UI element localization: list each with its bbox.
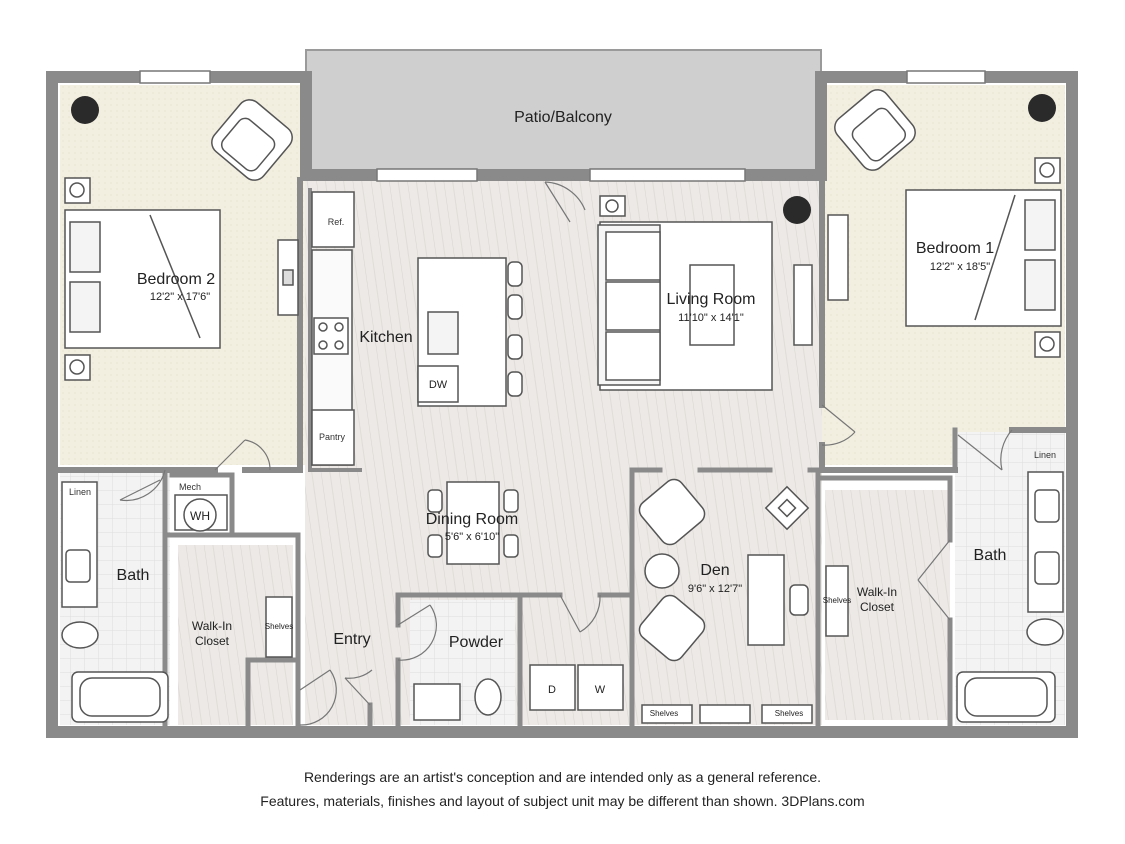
dining-furniture [427,481,519,565]
shelves-left-closet [265,596,293,658]
windows [139,70,986,182]
label-dryer: D [548,684,556,696]
den-plant-stand [764,485,810,531]
label-bedroom1: Bedroom 1 [916,240,994,257]
label-linen-right: Linen [1034,450,1056,460]
pantry [311,409,355,466]
label-linen-left: Linen [69,487,91,497]
label-ref: Ref. [328,217,345,227]
plant-icon [71,96,99,124]
label-kitchen: Kitchen [359,329,412,346]
living-furniture [597,195,813,391]
vanity-left [61,481,98,608]
den-furniture [638,478,813,724]
armchair-bedroom1 [834,89,916,171]
plant-icon [783,196,811,224]
label-washer: W [595,684,606,696]
water-heater [183,498,217,532]
floor-plan: Patio/Balcony Bedroom 2 12'2" x 17'6" Be… [46,49,1078,738]
tv-console [793,264,813,346]
label-patio: Patio/Balcony [514,109,612,126]
kitchen-fixtures [311,191,523,466]
disclaimer-line-2: Features, materials, finishes and layout… [260,793,865,809]
patio-balcony [305,49,822,176]
label-shelves-den-left: Shelves [650,709,678,718]
label-powder: Powder [449,634,504,651]
window-kitchen [376,168,478,182]
dining-table [446,481,500,565]
bath-right-fixtures [825,471,1064,723]
label-living: Living Room [667,291,756,308]
bath-left-fixtures [61,481,293,723]
dims-bedroom2: 12'2" x 17'6" [150,291,210,303]
toilet-right [1026,618,1064,646]
label-bath-left: Bath [117,567,150,584]
dims-den: 9'6" x 12'7" [688,583,742,595]
den-side-table [644,553,680,589]
window-bedroom1 [906,70,986,84]
sink [427,311,459,355]
dryer [529,664,576,711]
den-armchair-bottom [638,594,706,662]
walls [46,71,1078,738]
window-living [589,168,746,182]
dims-bedroom1: 12'2" x 18'5" [930,261,990,273]
bedroom2-furniture [64,99,299,381]
label-bath-right: Bath [974,547,1007,564]
armchair-bedroom2 [211,99,293,181]
label-dw: DW [429,379,448,391]
nightstand-bedroom2-top [64,177,91,204]
den-armchair-top [638,478,706,546]
label-mech: Mech [179,482,201,492]
dims-dining: 5'6" x 6'10" [445,531,499,543]
label-shelves-left-closet: Shelves [265,622,293,631]
den-chair [789,584,809,616]
label-dining: Dining Room [426,511,518,528]
label-entry: Entry [333,631,370,648]
refrigerator [311,191,355,248]
toilet-left [61,621,99,649]
powder-vanity [413,683,461,721]
cooktop [313,317,349,355]
label-shelves-den-right: Shelves [775,709,803,718]
label-shelves-right-closet: Shelves [823,596,851,605]
label-bedroom2: Bedroom 2 [137,271,215,288]
dims-living: 11'10" x 14'1" [678,312,744,324]
label-den: Den [700,562,729,579]
label-wh: WH [190,509,210,523]
washer [577,664,624,711]
plant-icon [1028,94,1056,122]
disclaimer-line-1: Renderings are an artist's conception an… [303,769,822,785]
window-bedroom2 [139,70,211,84]
powder-laundry-fixtures [413,664,624,721]
dishwasher [417,365,459,403]
den-shelves-left [641,704,693,724]
dresser-bedroom1 [827,214,849,301]
coffee-table [689,264,735,346]
bedroom1-furniture [827,89,1062,358]
door-swings [119,181,1013,726]
powder-toilet [474,678,502,716]
den-shelves-right [761,704,813,724]
shelves-right-closet [825,565,849,637]
label-pantry: Pantry [319,432,346,442]
den-desk [747,554,785,646]
